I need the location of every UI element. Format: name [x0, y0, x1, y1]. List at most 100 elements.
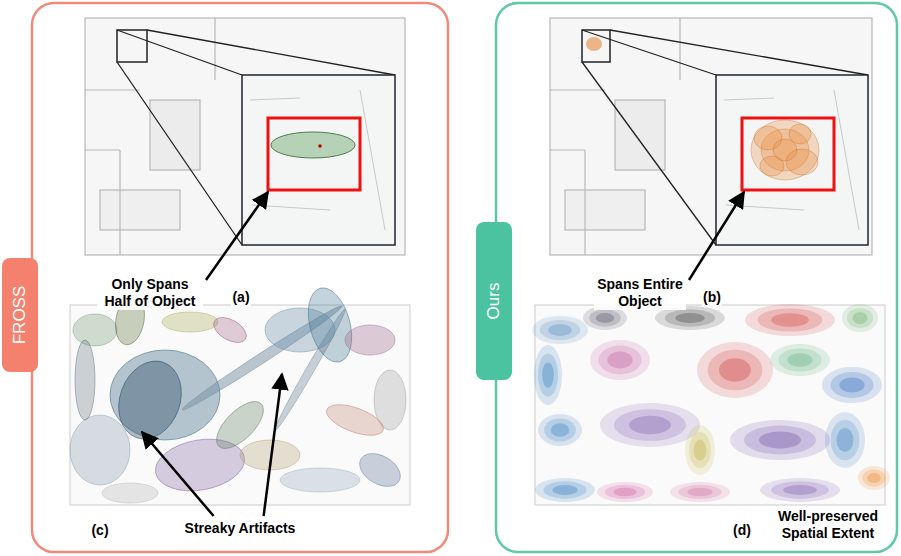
gaussian-blob	[542, 362, 554, 387]
gaussian-blob	[607, 352, 632, 369]
gaussian-blob	[694, 440, 707, 461]
side-tab: Ours	[476, 222, 512, 380]
gaussian-field	[532, 304, 890, 502]
gaussian-blob	[665, 309, 715, 326]
floor-plan	[550, 18, 872, 255]
gaussian-blob	[543, 481, 586, 498]
gaussian-blob	[689, 432, 711, 468]
panel-tag: (d)	[732, 522, 752, 539]
gaussian-blob	[867, 473, 880, 483]
gaussian-blob	[538, 414, 582, 446]
gaussian-ellipse	[586, 37, 602, 51]
gaussian-blob	[535, 478, 595, 502]
gaussian-blob	[548, 324, 572, 336]
gaussian-blob	[831, 420, 860, 460]
gaussian-ellipse	[73, 314, 117, 346]
inset-detail	[724, 90, 859, 230]
panel-tag: (c)	[90, 522, 109, 539]
gaussian-ellipse	[345, 325, 395, 355]
gaussian-blob	[589, 309, 621, 326]
gaussian-blob	[842, 304, 878, 332]
gaussian-blob	[787, 353, 812, 366]
zoom-callout	[582, 30, 868, 245]
panel-frame	[496, 3, 897, 552]
panel-tag: (a)	[231, 289, 250, 306]
gaussian-blob	[759, 432, 801, 449]
gaussian-blob	[754, 126, 782, 150]
gaussian-field	[70, 283, 406, 503]
floor-plan-outline	[550, 18, 872, 255]
floor-plan-furniture	[615, 100, 665, 170]
gaussian-blob	[613, 488, 637, 496]
inset-detail	[250, 90, 385, 230]
gaussian-blob	[540, 320, 580, 340]
object-box	[742, 118, 834, 190]
gaussian-blob	[605, 485, 645, 499]
gaussian-blob	[675, 313, 704, 323]
floor-plan-furniture	[565, 190, 645, 230]
gaussian-blob	[538, 353, 558, 396]
floor-plan-wall	[85, 18, 215, 255]
method-label: FROSS	[10, 286, 30, 345]
floor-plan-furniture	[150, 100, 200, 170]
gaussian-blob	[730, 420, 830, 460]
panel-tag: Streaky Artifacts	[184, 520, 297, 537]
gaussian-blob	[670, 482, 730, 502]
zoom-inset	[716, 75, 868, 245]
gaussian-ellipse	[323, 398, 388, 441]
gaussian-blob	[758, 308, 823, 331]
gaussian-ellipse	[102, 483, 158, 503]
gaussian-ellipse	[280, 468, 360, 492]
floor-plan-outline	[85, 18, 405, 255]
gaussian-blob	[551, 423, 569, 436]
leader-arrow	[206, 192, 268, 280]
gaussian-blob	[760, 156, 784, 176]
gaussian-cluster	[751, 120, 819, 180]
floor-plan-wall	[550, 18, 680, 255]
floor-plan-furniture	[100, 190, 180, 230]
zoom-inset	[242, 75, 395, 245]
gaussian-blob	[837, 428, 854, 452]
method-label: Ours	[484, 283, 504, 320]
gaussian-ellipse	[162, 312, 218, 332]
gaussian-blob	[532, 316, 588, 344]
annotation: Well-preserved Spatial Extent	[771, 508, 885, 542]
zoom-line	[117, 30, 395, 245]
zoom-line	[582, 30, 868, 245]
gaussian-blob	[629, 416, 671, 434]
gaussian-blob	[590, 340, 650, 380]
gaussian-blob	[598, 346, 641, 375]
gaussian-blob	[678, 485, 721, 499]
gaussian-blob	[745, 304, 835, 336]
gaussian-blob	[839, 377, 864, 392]
gaussian-blob	[783, 485, 817, 495]
gaussian-blob	[830, 372, 873, 398]
zoom-callout	[117, 30, 395, 245]
gaussian-blob	[858, 466, 890, 490]
gaussian-ellipse	[301, 283, 359, 367]
gaussian-blob	[597, 482, 653, 502]
panel-tag: (b)	[702, 289, 722, 306]
gaussian-blob	[789, 124, 811, 144]
gaussian-ellipse	[75, 340, 95, 420]
gaussian-blob	[719, 358, 751, 382]
gaussian-blob	[685, 425, 715, 475]
gaussian-blob	[687, 488, 712, 496]
gaussian-blob	[847, 308, 873, 328]
annotation: Only Spans Half of Object	[97, 276, 203, 310]
annotation: Spans Entire Object	[594, 276, 686, 310]
gaussian-blob	[786, 149, 818, 175]
gaussian-ellipse	[354, 447, 406, 493]
gaussian-blob	[697, 342, 773, 398]
gaussian-ellipse	[271, 132, 355, 158]
gaussian-blob	[760, 478, 840, 502]
leader-arrow	[142, 432, 214, 516]
gaussian-blob	[862, 469, 885, 486]
gaussian-blob	[770, 344, 830, 376]
gaussian-blob	[614, 409, 686, 441]
gaussian-blob	[744, 426, 816, 455]
gaussian-blob	[544, 418, 576, 441]
floor-plan-outline	[535, 305, 885, 505]
gaussian-center	[318, 144, 322, 148]
gaussian-blob	[596, 313, 614, 323]
